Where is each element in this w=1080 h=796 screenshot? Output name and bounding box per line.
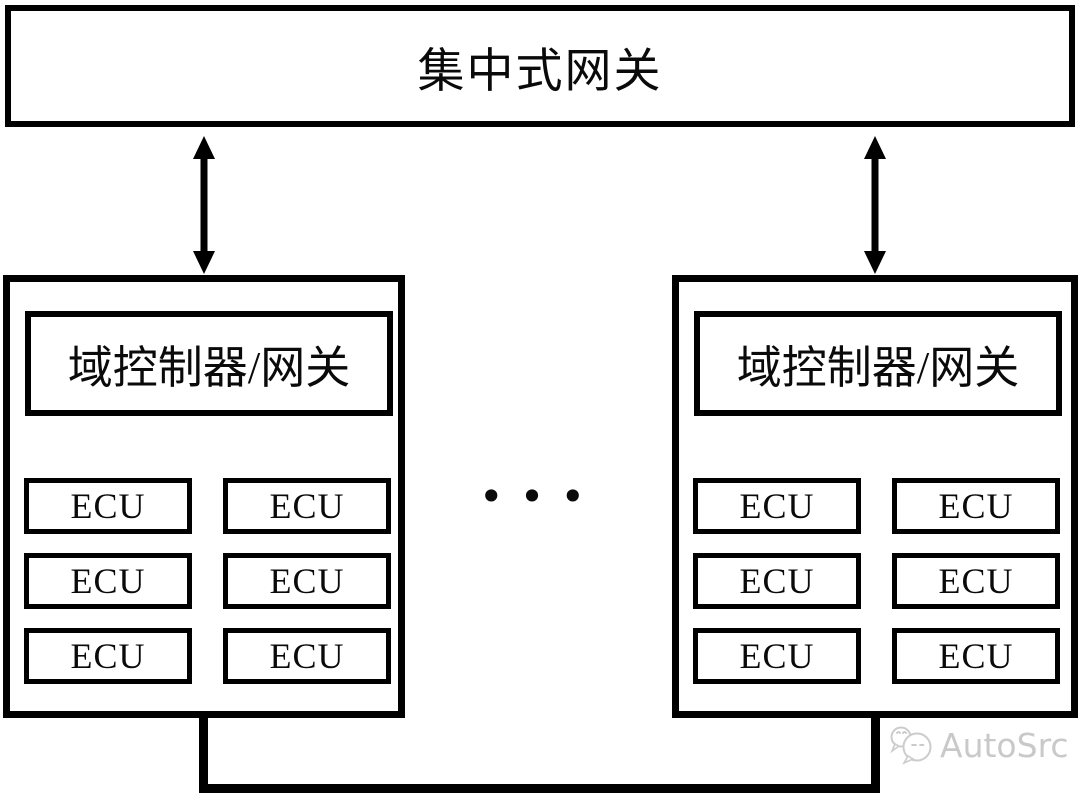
ecu-box: ECU bbox=[693, 628, 861, 684]
ecu-box: ECU bbox=[892, 553, 1060, 609]
central-gateway-label: 集中式网关 bbox=[417, 45, 663, 98]
ecu-box: ECU bbox=[223, 478, 391, 534]
domain-controller-gateway-label: 域控制器/网关 bbox=[736, 343, 1020, 393]
ecu-box: ECU bbox=[223, 628, 391, 684]
domain-controller-gateway-box: 域控制器/网关 bbox=[694, 311, 1062, 416]
domain-controller-gateway-label: 域控制器/网关 bbox=[67, 343, 351, 393]
domain-box-left: 域控制器/网关 ECU ECU ECU ECU ECU ECU bbox=[3, 275, 405, 718]
ecu-grid-right: ECU ECU ECU ECU ECU ECU bbox=[693, 478, 1060, 684]
ellipsis-dots: ••• bbox=[478, 472, 602, 521]
ecu-box: ECU bbox=[223, 553, 391, 609]
wechat-bubbles-icon bbox=[890, 726, 932, 765]
ecu-box: ECU bbox=[693, 553, 861, 609]
ecu-box: ECU bbox=[892, 478, 1060, 534]
ecu-box: ECU bbox=[892, 628, 1060, 684]
bus-connector-line bbox=[199, 715, 880, 793]
central-gateway-box: 集中式网关 bbox=[5, 5, 1075, 127]
ecu-box: ECU bbox=[24, 628, 192, 684]
watermark: AutoSrc bbox=[888, 722, 1069, 768]
domain-controller-gateway-box: 域控制器/网关 bbox=[25, 311, 393, 416]
ecu-box: ECU bbox=[693, 478, 861, 534]
ecu-box: ECU bbox=[24, 478, 192, 534]
double-arrow-icon bbox=[193, 136, 215, 274]
watermark-text: AutoSrc bbox=[940, 725, 1069, 765]
ecu-box: ECU bbox=[24, 553, 192, 609]
ecu-grid-left: ECU ECU ECU ECU ECU ECU bbox=[24, 478, 391, 684]
domain-box-right: 域控制器/网关 ECU ECU ECU ECU ECU ECU bbox=[672, 275, 1078, 718]
double-arrow-icon bbox=[864, 136, 886, 274]
